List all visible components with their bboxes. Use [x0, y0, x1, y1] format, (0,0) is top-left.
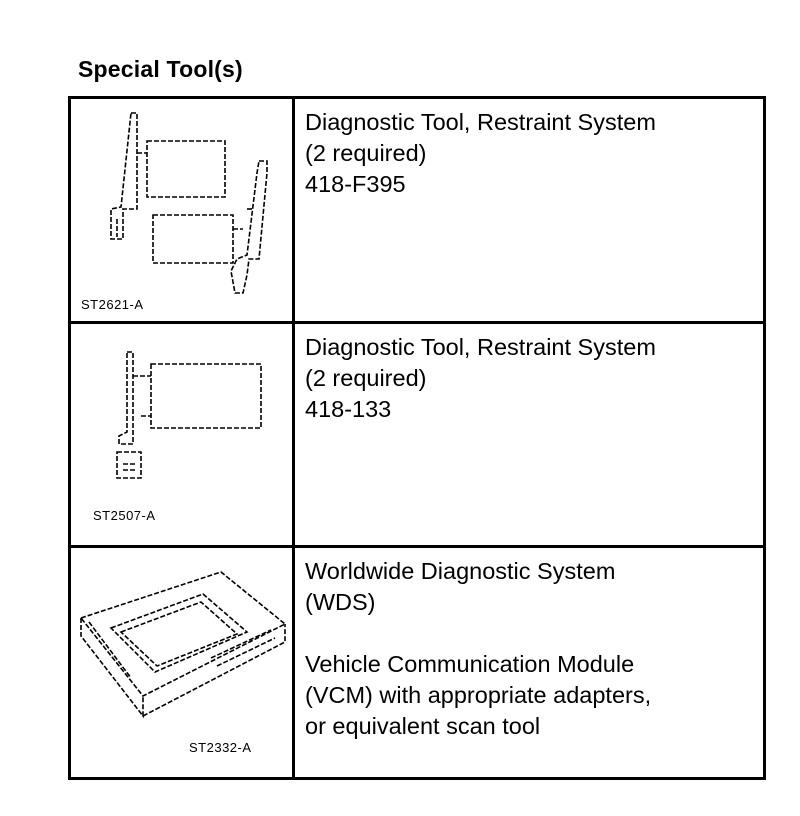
tool-description-2: Diagnostic Tool, Restraint System (2 req…	[295, 324, 763, 548]
tool-name: Diagnostic Tool, Restraint System	[305, 334, 656, 360]
tool-illustration-2: ST2507-A	[71, 324, 295, 548]
section-title: Special Tool(s)	[78, 56, 243, 82]
restraint-tool-single-illustration	[116, 351, 262, 479]
tool-code-label: ST2507-A	[93, 508, 156, 523]
tool-description-3: Worldwide Diagnostic System (WDS) Vehicl…	[295, 548, 763, 777]
restraint-tool-pair-illustration	[110, 112, 268, 294]
module-detail: (VCM) with appropriate adapters,	[305, 682, 652, 708]
tool-abbreviation: (WDS)	[305, 589, 376, 615]
module-name: Vehicle Communication Module	[305, 651, 635, 677]
tool-illustration-3: ST2332-A	[71, 548, 295, 777]
tool-code-label: ST2332-A	[189, 740, 252, 755]
tool-name: Diagnostic Tool, Restraint System	[305, 109, 656, 135]
tool-description-1: Diagnostic Tool, Restraint System (2 req…	[295, 99, 763, 324]
special-tools-table: ST2621-A Diagnostic Tool, Restraint Syst…	[68, 96, 766, 780]
tool-number: 418-133	[305, 396, 392, 422]
tool-code-label: ST2621-A	[81, 297, 144, 312]
spacer	[305, 618, 763, 649]
tool-quantity: (2 required)	[305, 140, 427, 166]
module-alternative: or equivalent scan tool	[305, 713, 541, 739]
diagnostic-system-illustration	[79, 571, 287, 719]
tool-number: 418-F395	[305, 171, 406, 197]
tool-name: Worldwide Diagnostic System	[305, 558, 616, 584]
tool-illustration-1: ST2621-A	[71, 99, 295, 324]
tool-quantity: (2 required)	[305, 365, 427, 391]
